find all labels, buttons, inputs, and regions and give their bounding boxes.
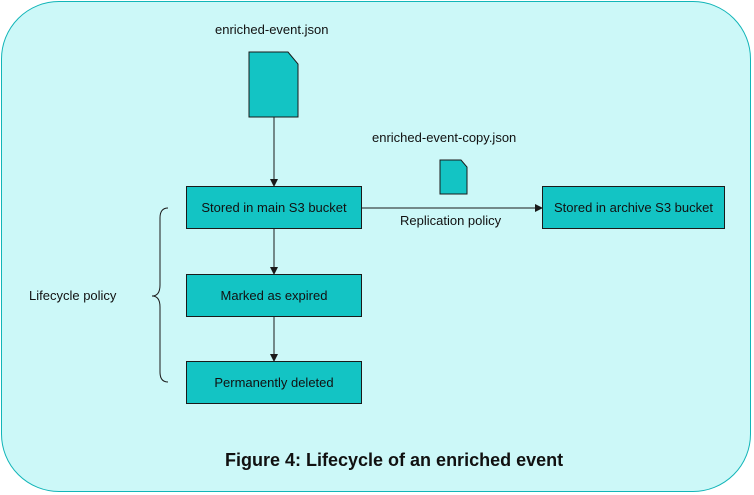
node-marked-expired: Marked as expired [186,274,362,317]
node-archive-bucket: Stored in archive S3 bucket [542,186,725,229]
figure-caption: Figure 4: Lifecycle of an enriched event [225,450,564,470]
edge-label-replication: Replication policy [400,213,502,228]
file-label-copy: enriched-event-copy.json [372,130,517,145]
node-main-bucket: Stored in main S3 bucket [186,186,362,229]
node-permanently-deleted: Permanently deleted [186,361,362,404]
file-icon-copy [439,159,468,195]
file-icon-original [248,51,299,118]
file-label-original: enriched-event.json [215,22,329,37]
group-label-lifecycle: Lifecycle policy [29,288,117,303]
lifecycle-brace [151,207,169,383]
